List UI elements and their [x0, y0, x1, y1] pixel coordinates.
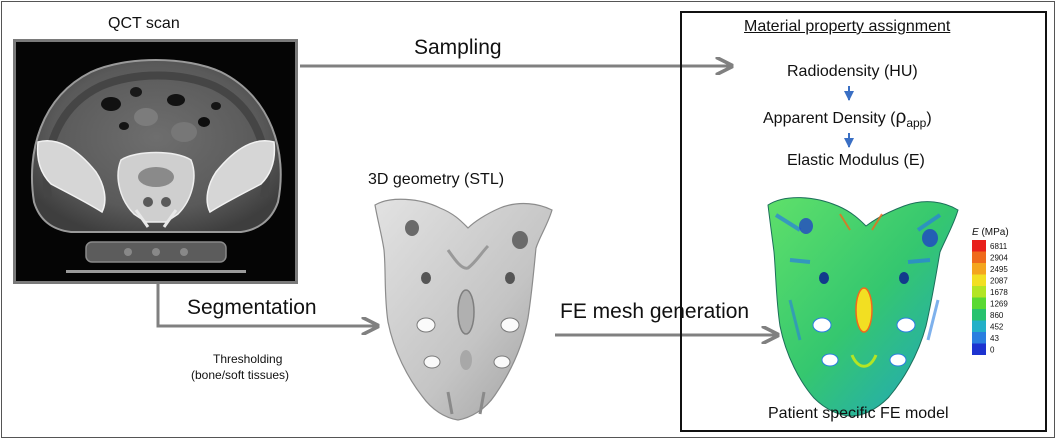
apparent-density-label: Apparent Density (ρapp)	[763, 107, 932, 130]
legend-swatch	[972, 343, 986, 355]
radiodensity-label: Radiodensity (HU)	[787, 63, 918, 80]
legend-swatch	[972, 309, 986, 321]
material-title: Material property assignment	[744, 18, 951, 35]
sampling-label: Sampling	[414, 36, 502, 59]
ct-slice-drawing	[16, 42, 295, 281]
rho-symbol: ρ	[895, 107, 907, 128]
legend-value-label: 43	[990, 334, 999, 343]
fe-model-label: Patient specific FE model	[768, 405, 949, 422]
geometry-label: 3D geometry (STL)	[368, 171, 505, 188]
legend-swatch	[972, 251, 986, 263]
legend-swatch	[972, 286, 986, 298]
legend-symbol: E	[972, 227, 979, 238]
legend-value-label: 1678	[990, 288, 1008, 297]
legend-value-label: 1269	[990, 300, 1008, 309]
legend-swatch	[972, 320, 986, 332]
legend-value-label: 6811	[990, 242, 1008, 251]
segmentation-arrow	[156, 284, 376, 326]
legend-value-label: 452	[990, 323, 1004, 332]
legend-swatch	[972, 332, 986, 344]
legend-swatch	[972, 297, 986, 309]
legend-value-label: 0	[990, 346, 995, 355]
legend-value-label: 2495	[990, 265, 1008, 274]
ct-scan-image	[13, 39, 298, 284]
thresholding-label-line1: Thresholding	[213, 352, 283, 366]
close-paren: )	[926, 110, 932, 127]
elastic-modulus-label: Elastic Modulus (E)	[787, 152, 925, 169]
rho-subscript: app	[906, 116, 927, 131]
apparent-density-text: Apparent Density (	[763, 110, 896, 127]
material-assignment-panel	[680, 11, 1047, 432]
legend-value-label: 860	[990, 311, 1004, 320]
legend-value-label: 2087	[990, 277, 1008, 286]
legend-swatch	[972, 263, 986, 275]
fe-mesh-label: FE mesh generation	[560, 300, 750, 323]
legend-swatch	[972, 274, 986, 286]
legend-swatch	[972, 240, 986, 252]
qct-scan-label: QCT scan	[108, 15, 180, 32]
legend-value-label: 2904	[990, 254, 1008, 263]
segmentation-label: Segmentation	[187, 296, 317, 319]
legend-title: E (MPa)	[972, 227, 1009, 238]
thresholding-label-line2: (bone/soft tissues)	[191, 368, 290, 382]
legend-unit: (MPa)	[978, 227, 1009, 238]
